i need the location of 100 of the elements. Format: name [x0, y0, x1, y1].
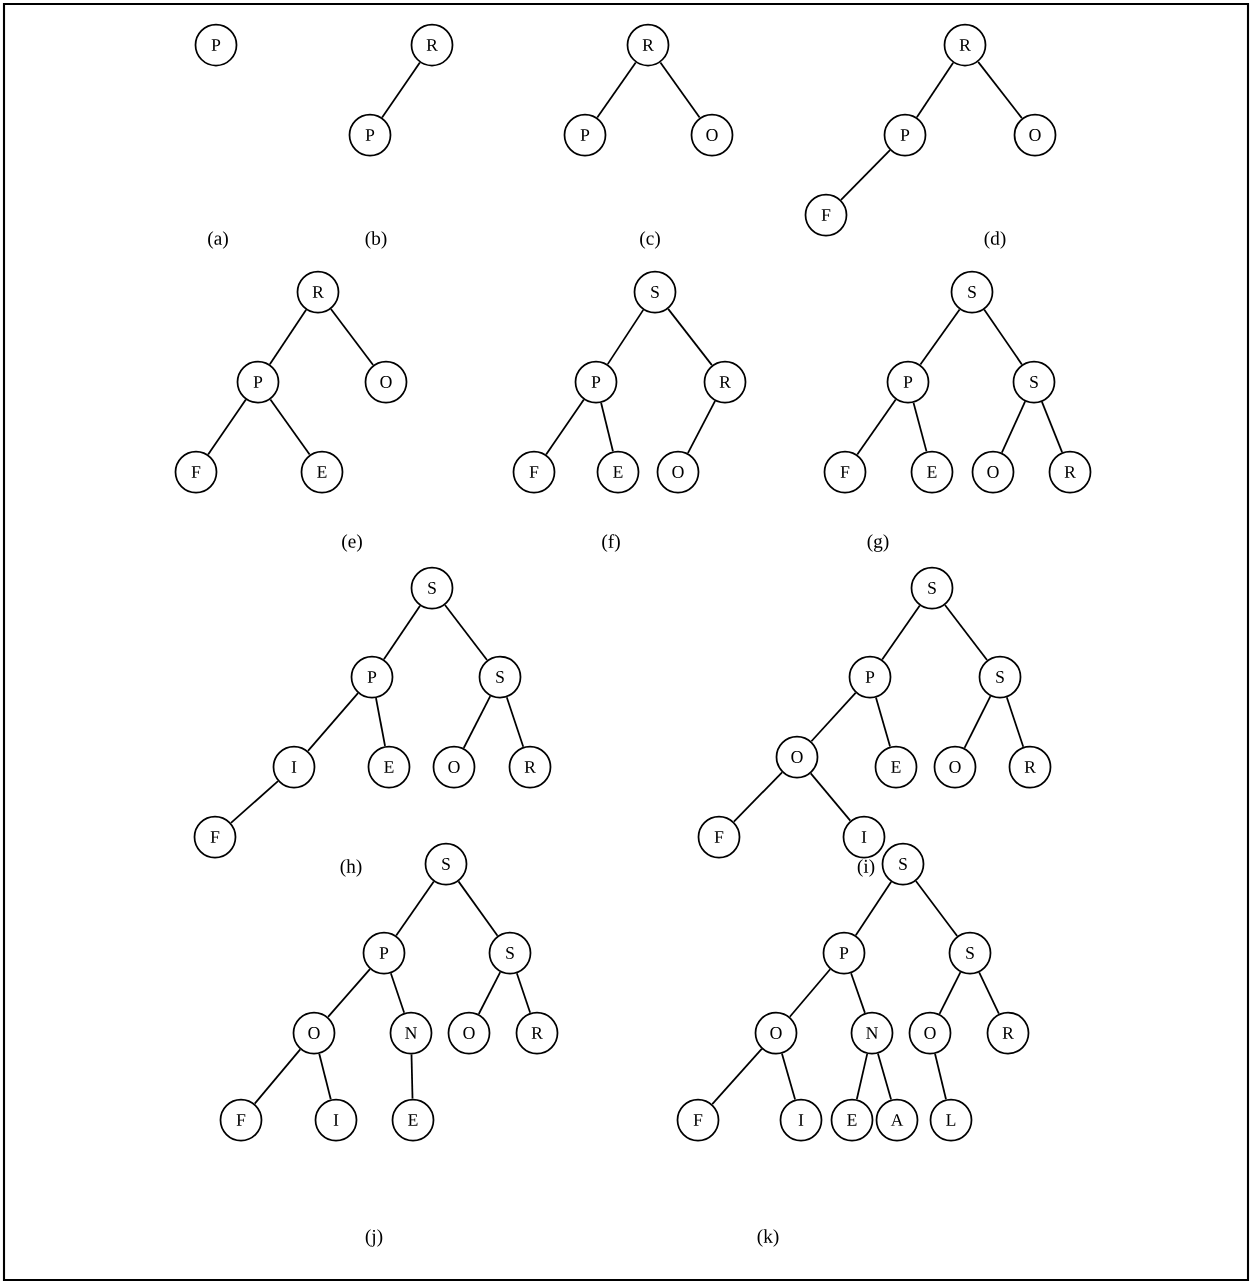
- tree-node: E: [367, 745, 411, 789]
- tree-edge: [462, 695, 492, 749]
- panel-label: (g): [867, 534, 889, 552]
- tree-node: R: [515, 1011, 559, 1055]
- tree-node: R: [703, 360, 747, 404]
- panel-label: (e): [342, 534, 362, 552]
- tree-node: E: [910, 450, 954, 494]
- tree-edge: [850, 972, 866, 1014]
- tree-node: P: [563, 113, 607, 157]
- tree-node: I: [272, 745, 316, 789]
- tree-node: E: [391, 1098, 435, 1142]
- tree-edge: [444, 604, 488, 661]
- tree-node: F: [697, 815, 741, 859]
- tree-edge: [389, 972, 406, 1014]
- tree-node: E: [874, 745, 918, 789]
- tree-node: S: [410, 566, 454, 610]
- tree-node: S: [488, 931, 532, 975]
- tree-node: P: [848, 655, 892, 699]
- tree-node: O: [447, 1011, 491, 1055]
- tree-edge: [327, 968, 371, 1018]
- tree-edge: [934, 1052, 947, 1101]
- tree-edge: [875, 696, 891, 748]
- tree-node: S: [950, 270, 994, 314]
- tree-node: P: [194, 23, 238, 67]
- tree-node: N: [850, 1011, 894, 1055]
- panel-label: (i): [857, 859, 875, 877]
- tree-node: N: [389, 1011, 433, 1055]
- tree-edge: [318, 1052, 332, 1101]
- tree-edge: [1001, 400, 1027, 454]
- tree-edge: [230, 780, 279, 824]
- panel-label: (j): [365, 1229, 383, 1247]
- tree-node: S: [881, 842, 925, 886]
- tree-node: R: [1048, 450, 1092, 494]
- tree-edge: [1041, 401, 1063, 454]
- tree-node: P: [886, 360, 930, 404]
- tree-edge: [963, 695, 992, 749]
- tree-edge: [207, 398, 247, 456]
- tree-node: O: [432, 745, 476, 789]
- tree-node: R: [626, 23, 670, 67]
- tree-edge: [881, 604, 921, 661]
- tree-edge: [477, 971, 502, 1015]
- tree-node: O: [364, 360, 408, 404]
- tree-edge: [856, 398, 897, 456]
- tree-node: E: [300, 450, 344, 494]
- tree-node: S: [633, 270, 677, 314]
- tree-node: S: [910, 566, 954, 610]
- tree-node: O: [775, 735, 819, 779]
- panel-label: (h): [340, 859, 362, 877]
- tree-edge: [810, 691, 857, 743]
- tree-edge: [307, 692, 359, 752]
- tree-edge: [978, 971, 1000, 1015]
- tree-node: F: [219, 1098, 263, 1142]
- panel-label: (k): [757, 1229, 779, 1247]
- tree-node: I: [842, 815, 886, 859]
- panel-label: (c): [640, 231, 660, 249]
- tree-edge: [855, 1052, 869, 1101]
- tree-edge: [915, 880, 959, 937]
- tree-edge: [983, 308, 1023, 366]
- tree-node: P: [350, 655, 394, 699]
- tree-node: F: [676, 1098, 720, 1142]
- tree-node: E: [830, 1098, 874, 1142]
- tree-node: I: [779, 1098, 823, 1142]
- tree-node: P: [348, 113, 392, 157]
- tree-edge: [330, 308, 374, 366]
- tree-node: P: [362, 931, 406, 975]
- tree-edge: [977, 61, 1023, 119]
- tree-node: R: [296, 270, 340, 314]
- tree-node: R: [410, 23, 454, 67]
- tree-node: R: [1008, 745, 1052, 789]
- panel-label: (b): [365, 231, 387, 249]
- tree-node: E: [596, 450, 640, 494]
- tree-node: F: [804, 193, 848, 237]
- tree-node: F: [823, 450, 867, 494]
- tree-edge: [269, 308, 307, 366]
- tree-edge: [667, 308, 713, 366]
- tree-edge: [457, 880, 499, 937]
- tree-edge: [711, 1048, 763, 1105]
- tree-node: O: [908, 1011, 952, 1055]
- tree-edge: [596, 61, 637, 119]
- tree-node: A: [875, 1098, 919, 1142]
- tree-node: F: [193, 815, 237, 859]
- tree-edge: [253, 1048, 302, 1105]
- tree-node: P: [236, 360, 280, 404]
- tree-node: F: [512, 450, 556, 494]
- tree-node: O: [292, 1011, 336, 1055]
- tree-edge: [375, 697, 386, 747]
- tree-edge: [381, 61, 421, 119]
- tree-edge: [944, 604, 988, 661]
- tree-edge: [840, 149, 891, 201]
- tree-node: S: [948, 931, 992, 975]
- tree-edge: [1005, 696, 1025, 748]
- panel-label: (a): [208, 231, 228, 249]
- tree-edge: [788, 968, 832, 1018]
- tree-edge: [919, 308, 961, 366]
- tree-edge: [505, 696, 525, 748]
- tree-edge: [395, 880, 435, 937]
- tree-node: O: [656, 450, 700, 494]
- tree-edge: [600, 401, 614, 453]
- tree-node: L: [929, 1098, 973, 1142]
- tree-edge: [733, 771, 783, 823]
